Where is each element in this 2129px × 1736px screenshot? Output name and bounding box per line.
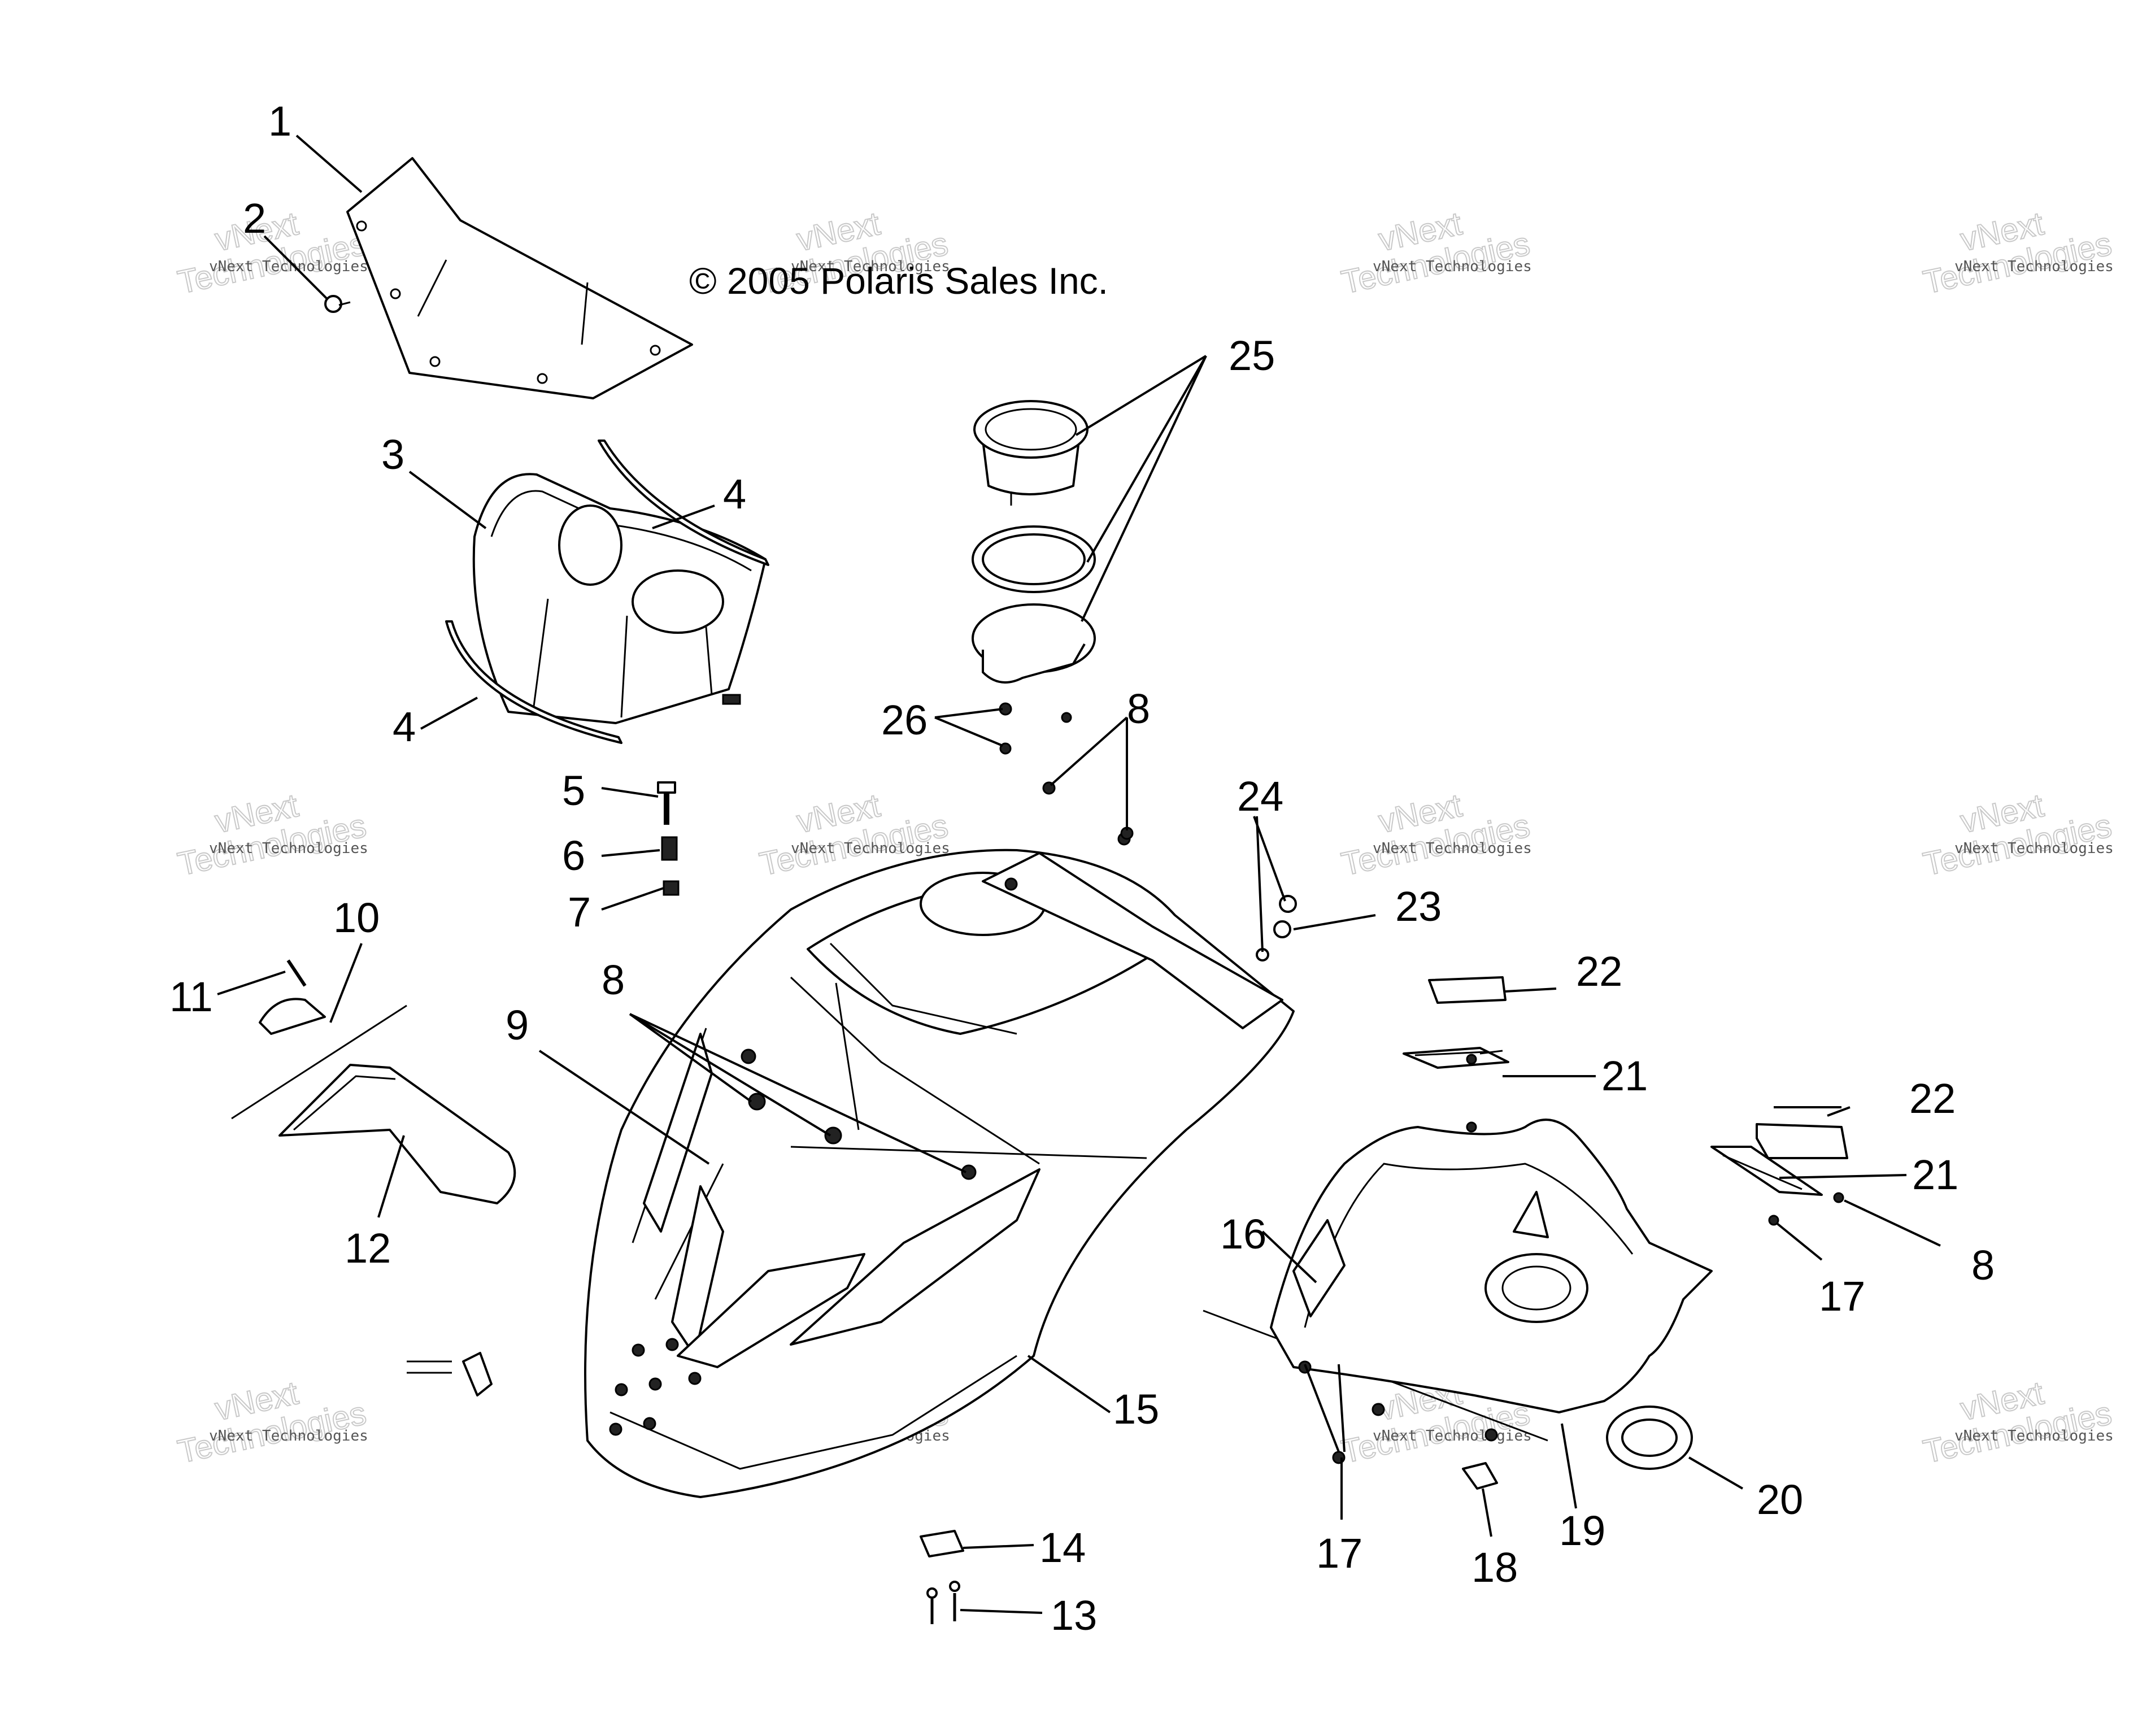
part-22-pad-upper: [1428, 976, 1507, 1004]
part-headlight: [472, 473, 767, 724]
section-line-left: [231, 1004, 407, 1120]
watermark-small: vNext Technologies: [1954, 1428, 2114, 1445]
callout-6: 6: [562, 832, 585, 879]
part-17-nut-right: [1768, 1215, 1779, 1226]
watermark-small: vNext Technologies: [209, 1428, 368, 1445]
leader-lines: [217, 134, 1941, 1614]
watermark-mr1: vNext Technologies vNext Technologies: [1338, 786, 1534, 884]
watermark-br2: vNext Technologies vNext Technologies: [1919, 1374, 2115, 1471]
part-hood: [584, 849, 1295, 1498]
callout-14: 14: [1039, 1524, 1086, 1571]
part-belly-pan: [1270, 1119, 1713, 1442]
watermark-tr1: vNext Technologies vNext Technologies: [1338, 205, 1534, 302]
watermark-small: vNext Technologies: [209, 840, 368, 857]
callout-1: 1: [268, 98, 291, 145]
part-headlight-seal-upper: [598, 440, 769, 566]
callout-23: 23: [1395, 883, 1442, 930]
callout-17-lower: 17: [1316, 1530, 1362, 1577]
part-windshield-screw: [324, 295, 351, 313]
part-headlight-seal-lower: [445, 620, 622, 744]
callout-22-right: 22: [1909, 1075, 1956, 1122]
callout-19: 19: [1559, 1507, 1605, 1554]
callout-8-right: 8: [1971, 1242, 1995, 1289]
callout-15: 15: [1113, 1386, 1159, 1433]
part-13-screws: [926, 1581, 960, 1624]
watermark-small: vNext Technologies: [791, 840, 950, 857]
watermark-small: vNext Technologies: [1954, 258, 2114, 275]
watermark-mr2: vNext Technologies vNext Technologies: [1919, 786, 2115, 884]
callout-21-right: 21: [1912, 1151, 1958, 1198]
callout-4-upper: 4: [723, 471, 746, 517]
callout-22-upper: 22: [1576, 948, 1622, 995]
callout-20: 20: [1757, 1476, 1803, 1523]
callout-18: 18: [1471, 1544, 1518, 1591]
part-26-nuts: [999, 702, 1072, 755]
part-6-spring: [661, 836, 678, 861]
part-bracket-lower-left: [407, 1352, 493, 1396]
part-20-grommet: [1606, 1406, 1693, 1470]
callout-8-left: 8: [602, 956, 625, 1003]
part-24-23-fasteners: [1256, 895, 1297, 961]
watermark-small: vNext Technologies: [1373, 840, 1532, 857]
callout-5: 5: [562, 767, 585, 814]
part-18-clip: [1462, 1462, 1498, 1490]
callout-7: 7: [568, 889, 591, 936]
part-12-handle: [278, 1064, 516, 1204]
callout-9: 9: [506, 1002, 529, 1048]
callout-11: 11: [169, 973, 213, 1020]
part-11-rivet: [286, 959, 307, 987]
callout-26: 26: [881, 697, 928, 743]
part-5-pin: [657, 781, 676, 825]
watermark-bl: vNext Technologies vNext Technologies: [174, 1374, 370, 1471]
screws-top: [1042, 781, 1134, 840]
callout-3: 3: [381, 431, 404, 478]
callout-17-right: 17: [1819, 1273, 1865, 1320]
part-21-grille-upper: [1403, 1047, 1509, 1133]
part-gauge-assembly: [972, 400, 1096, 684]
callout-25: 25: [1229, 332, 1275, 379]
copyright-text: © 2005 Polaris Sales Inc.: [689, 260, 1108, 302]
part-21-grille-right: [1710, 1146, 1844, 1203]
part-7-clip: [663, 880, 680, 896]
callout-10: 10: [333, 894, 380, 941]
callout-8-top: 8: [1127, 685, 1150, 732]
watermark-small: vNext Technologies: [1373, 258, 1532, 275]
callout-16: 16: [1220, 1211, 1266, 1258]
part-22-pad-right: [1756, 1123, 1848, 1159]
callout-24: 24: [1237, 773, 1283, 820]
callout-numbers: 1 2 3 4 4 5 6 7 8 8 8 9 10 11 12 13 14 1…: [169, 98, 1995, 1639]
watermark-small: vNext Technologies: [1954, 840, 2114, 857]
watermark-small: vNext Technologies: [1373, 1428, 1532, 1445]
part-windshield: [346, 157, 693, 399]
callout-21-upper: 21: [1601, 1052, 1648, 1099]
callout-2: 2: [243, 195, 266, 242]
part-14-bracket: [920, 1530, 964, 1557]
watermark-small: vNext Technologies: [791, 258, 950, 275]
part-10-handle-cap: [259, 998, 326, 1035]
watermark-ml: vNext Technologies vNext Technologies: [174, 786, 370, 884]
watermark-tr2: vNext Technologies vNext Technologies: [1919, 205, 2115, 302]
callout-4-lower: 4: [393, 703, 416, 750]
callout-13: 13: [1051, 1592, 1097, 1639]
hood-fasteners: [741, 832, 1131, 1180]
callout-12: 12: [345, 1225, 391, 1272]
watermark-tl: vNext Technologies vNext Technologies: [174, 205, 370, 302]
